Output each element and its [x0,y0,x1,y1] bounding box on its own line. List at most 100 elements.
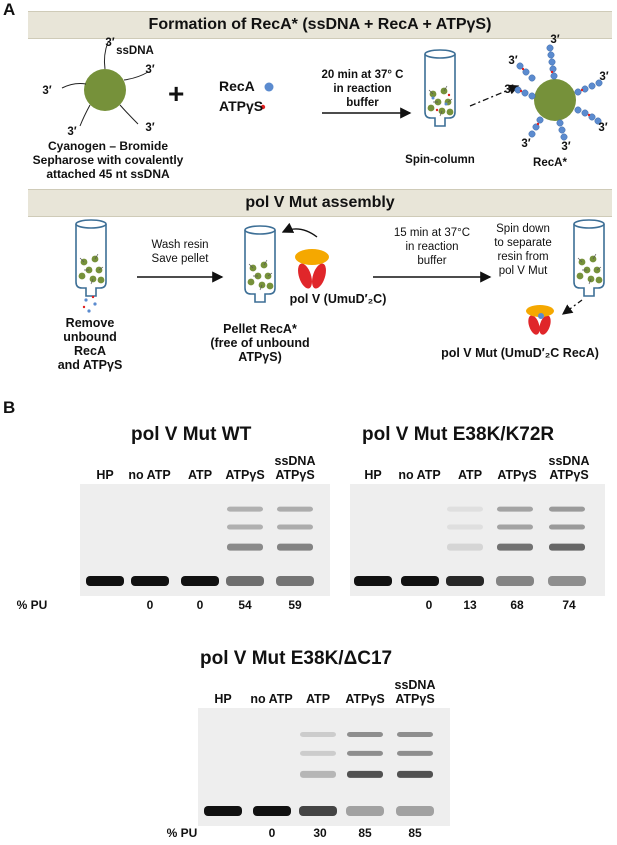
gel-band-primer [548,576,586,586]
gel-band-extension [497,506,533,512]
gel-band-primer [86,576,124,586]
pu-value: 68 [510,598,524,612]
gel-band-primer [226,576,264,586]
pu-value: 0 [425,598,433,612]
spin-column-label: Spin-column [405,154,475,166]
gel-band-primer [276,576,314,586]
end-label: 3′ [504,84,514,96]
gel-band-primer [401,576,439,586]
lane-label: ATP [305,692,331,706]
gel-band-extension [447,543,483,551]
gel-band-extension [447,524,483,530]
lane-label: ATP [187,468,213,482]
plus-sign: + [168,78,185,109]
panel-letter-b: B [3,398,16,417]
resin-bead [84,69,126,111]
lane-label: ATPγS [225,468,265,482]
pu-value: 0 [196,598,204,612]
gel-band-primer [131,576,169,586]
reca-dot [264,82,274,92]
gel-band-extension [497,543,533,551]
gel-band-extension [397,770,433,778]
gel-band-extension [549,543,585,551]
gel-band-extension [347,770,383,778]
gel-band-extension [300,731,336,737]
gel-band-extension [347,750,383,756]
end-label: 3′ [598,122,608,134]
gel-band-extension [397,731,433,737]
lane-label: ATPγS [497,468,537,482]
gel-band-primer [346,806,384,816]
gel-band-extension [227,524,263,530]
gel-band-primer [354,576,392,586]
panel-letter-a: A [3,0,16,19]
gel-band-extension [347,731,383,737]
pu-value: 0 [268,826,276,840]
lane-label: HP [214,692,232,706]
header-polv-assembly: pol V Mut assembly [28,189,612,217]
reca-star-bead [534,79,576,121]
gel-band-extension [497,524,533,530]
polv-label: pol V (UmuD′₂C) [289,292,387,306]
gel-band-extension [300,750,336,756]
gel-band-extension [549,506,585,512]
gel-band-extension [277,524,313,530]
pu-value: 59 [288,598,302,612]
end-label: 3′ [105,37,115,49]
end-label: 3′ [508,55,518,67]
gel-title: pol V Mut E38K/K72R [362,424,555,445]
end-label: 3′ [145,122,155,134]
gel-band-extension [447,506,483,512]
gel-band-extension [277,506,313,512]
ssdna-label: ssDNA [116,45,154,57]
gel-title: pol V Mut E38K/ΔC17 [200,648,393,669]
pu-value: 0 [146,598,154,612]
polv-mut-label: pol V Mut (UmuD′₂C RecA) [441,346,599,360]
gel-band-extension [227,506,263,512]
pu-value: 30 [313,826,327,840]
lane-label: HP [96,468,114,482]
gel-title: pol V Mut WT [131,424,252,445]
gel-band-extension [277,543,313,551]
gel-band-extension [300,770,336,778]
gel-band-primer [496,576,534,586]
lane-label: no ATP [250,692,293,706]
atp-dot [260,104,266,110]
gel-band-primer [181,576,219,586]
polv-mut-complex [526,305,554,335]
pu-value: 54 [238,598,252,612]
lane-label: ssDNA ATPγS [394,678,436,706]
gel-band-primer [446,576,484,586]
end-label: 3′ [561,141,571,153]
gel-band-extension [549,524,585,530]
pu-value: 85 [408,826,422,840]
lane-label: ssDNA ATPγS [548,454,590,482]
gel-band-primer [253,806,291,816]
gel-band-primer [204,806,242,816]
lane-label: no ATP [398,468,441,482]
end-label: 3′ [521,138,531,150]
end-label: 3′ [145,64,155,76]
header-recA-formation: Formation of RecA* (ssDNA + RecA + ATPγS… [28,11,612,39]
end-label: 3′ [599,71,609,83]
pu-value: 13 [463,598,477,612]
pu-label: % PU [16,598,48,612]
lane-label: HP [364,468,382,482]
gel-band-primer [396,806,434,816]
atp-legend: ATPγS [219,98,264,114]
polv-complex [295,249,329,289]
reca-legend: RecA [219,78,255,94]
end-label: 3′ [42,85,52,97]
gel-band-extension [227,543,263,551]
end-label: 3′ [550,34,560,46]
pu-value: 85 [358,826,372,840]
lane-label: no ATP [128,468,171,482]
